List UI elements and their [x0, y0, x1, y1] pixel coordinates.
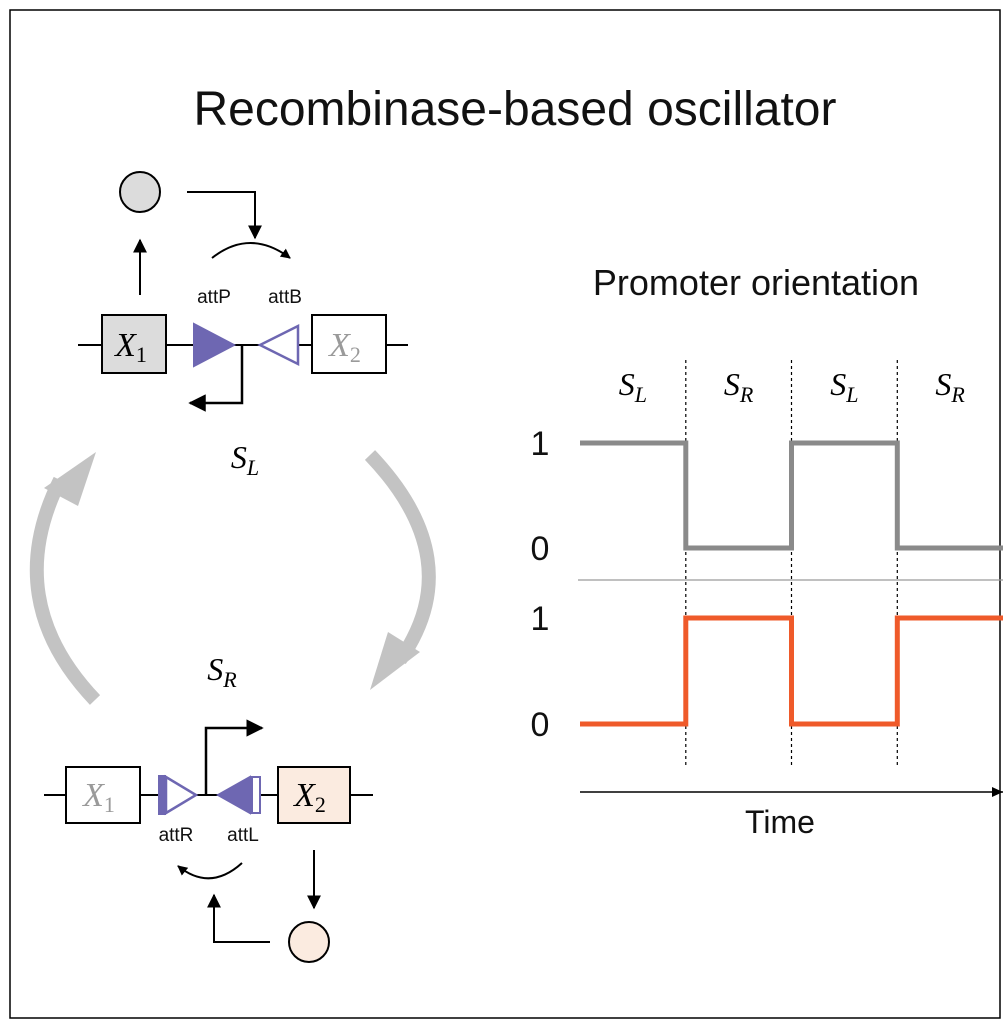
promoter-arrow-left — [188, 345, 244, 412]
phase-label: SR — [724, 366, 754, 407]
recombinase-action-arrow-bottom — [207, 893, 270, 943]
gene-x2-label-top: X2 — [327, 327, 361, 367]
traces — [580, 440, 1003, 727]
x1-protein-circle — [119, 171, 161, 213]
flip-arrow-top — [211, 242, 291, 259]
cycle-arrow-left-head — [44, 452, 96, 506]
cycle-arrow-left — [29, 476, 101, 705]
ytick-label: 1 — [531, 425, 550, 463]
x2-protein-circle — [288, 921, 330, 963]
promoter-arrow-right — [204, 719, 264, 795]
phase-label: SR — [935, 366, 965, 407]
chart-title: Promoter orientation — [593, 262, 919, 303]
time-axis-arrowhead — [992, 787, 1003, 797]
attL-site-bar — [251, 776, 261, 814]
attB-site-icon — [257, 323, 300, 367]
ytick-label: 0 — [531, 530, 550, 568]
recombinase-action-arrow-top — [187, 191, 262, 240]
figure-border — [9, 9, 1001, 1019]
gene-x1-box-top — [101, 314, 167, 374]
attR-label: attR — [159, 825, 194, 846]
state-left-label: SL — [231, 439, 259, 480]
state-right-label: SR — [207, 651, 237, 692]
gene-x1-label-bottom: X1 — [81, 777, 115, 817]
gene-x2-box-top — [311, 314, 387, 374]
time-axis-label: Time — [745, 804, 815, 840]
flip-arrow-bottom — [177, 862, 243, 880]
ytick-labels: 1 0 1 0 — [531, 425, 550, 744]
trace-state-left — [580, 440, 1003, 551]
phase-label: SL — [619, 366, 647, 407]
figure-title: Recombinase-based oscillator — [194, 83, 837, 136]
construct-state-right: SR X1 X2 attR attL — [44, 651, 373, 963]
attR-site-icon — [164, 774, 199, 816]
ytick-label: 0 — [531, 706, 550, 744]
attP-site-icon — [193, 322, 237, 368]
phase-labels: SL SR SL SR — [619, 366, 966, 407]
cycle-arrow-right — [364, 450, 436, 665]
ytick-label: 1 — [531, 600, 550, 638]
attL-label: attL — [227, 825, 259, 846]
gene-x2-label-bottom: X2 — [292, 777, 326, 817]
attL-site-icon — [215, 775, 251, 815]
promoter-orientation-chart: Promoter orientation SL SR SL SR 1 0 1 0 Time — [531, 262, 1003, 840]
gene-x2-box-bottom — [277, 766, 351, 824]
attR-site-bar — [158, 775, 166, 815]
cycle-arrows — [29, 450, 436, 705]
cycle-arrow-right-head — [370, 632, 420, 690]
construct-state-left: attP attB X1 X2 SL — [78, 171, 408, 480]
gene-x1-label-top: X1 — [113, 327, 147, 367]
attB-label: attB — [268, 287, 302, 308]
phase-label: SL — [830, 366, 858, 407]
trace-state-right — [580, 615, 1003, 727]
attP-label: attP — [197, 287, 231, 308]
gene-x1-box-bottom — [65, 766, 141, 824]
